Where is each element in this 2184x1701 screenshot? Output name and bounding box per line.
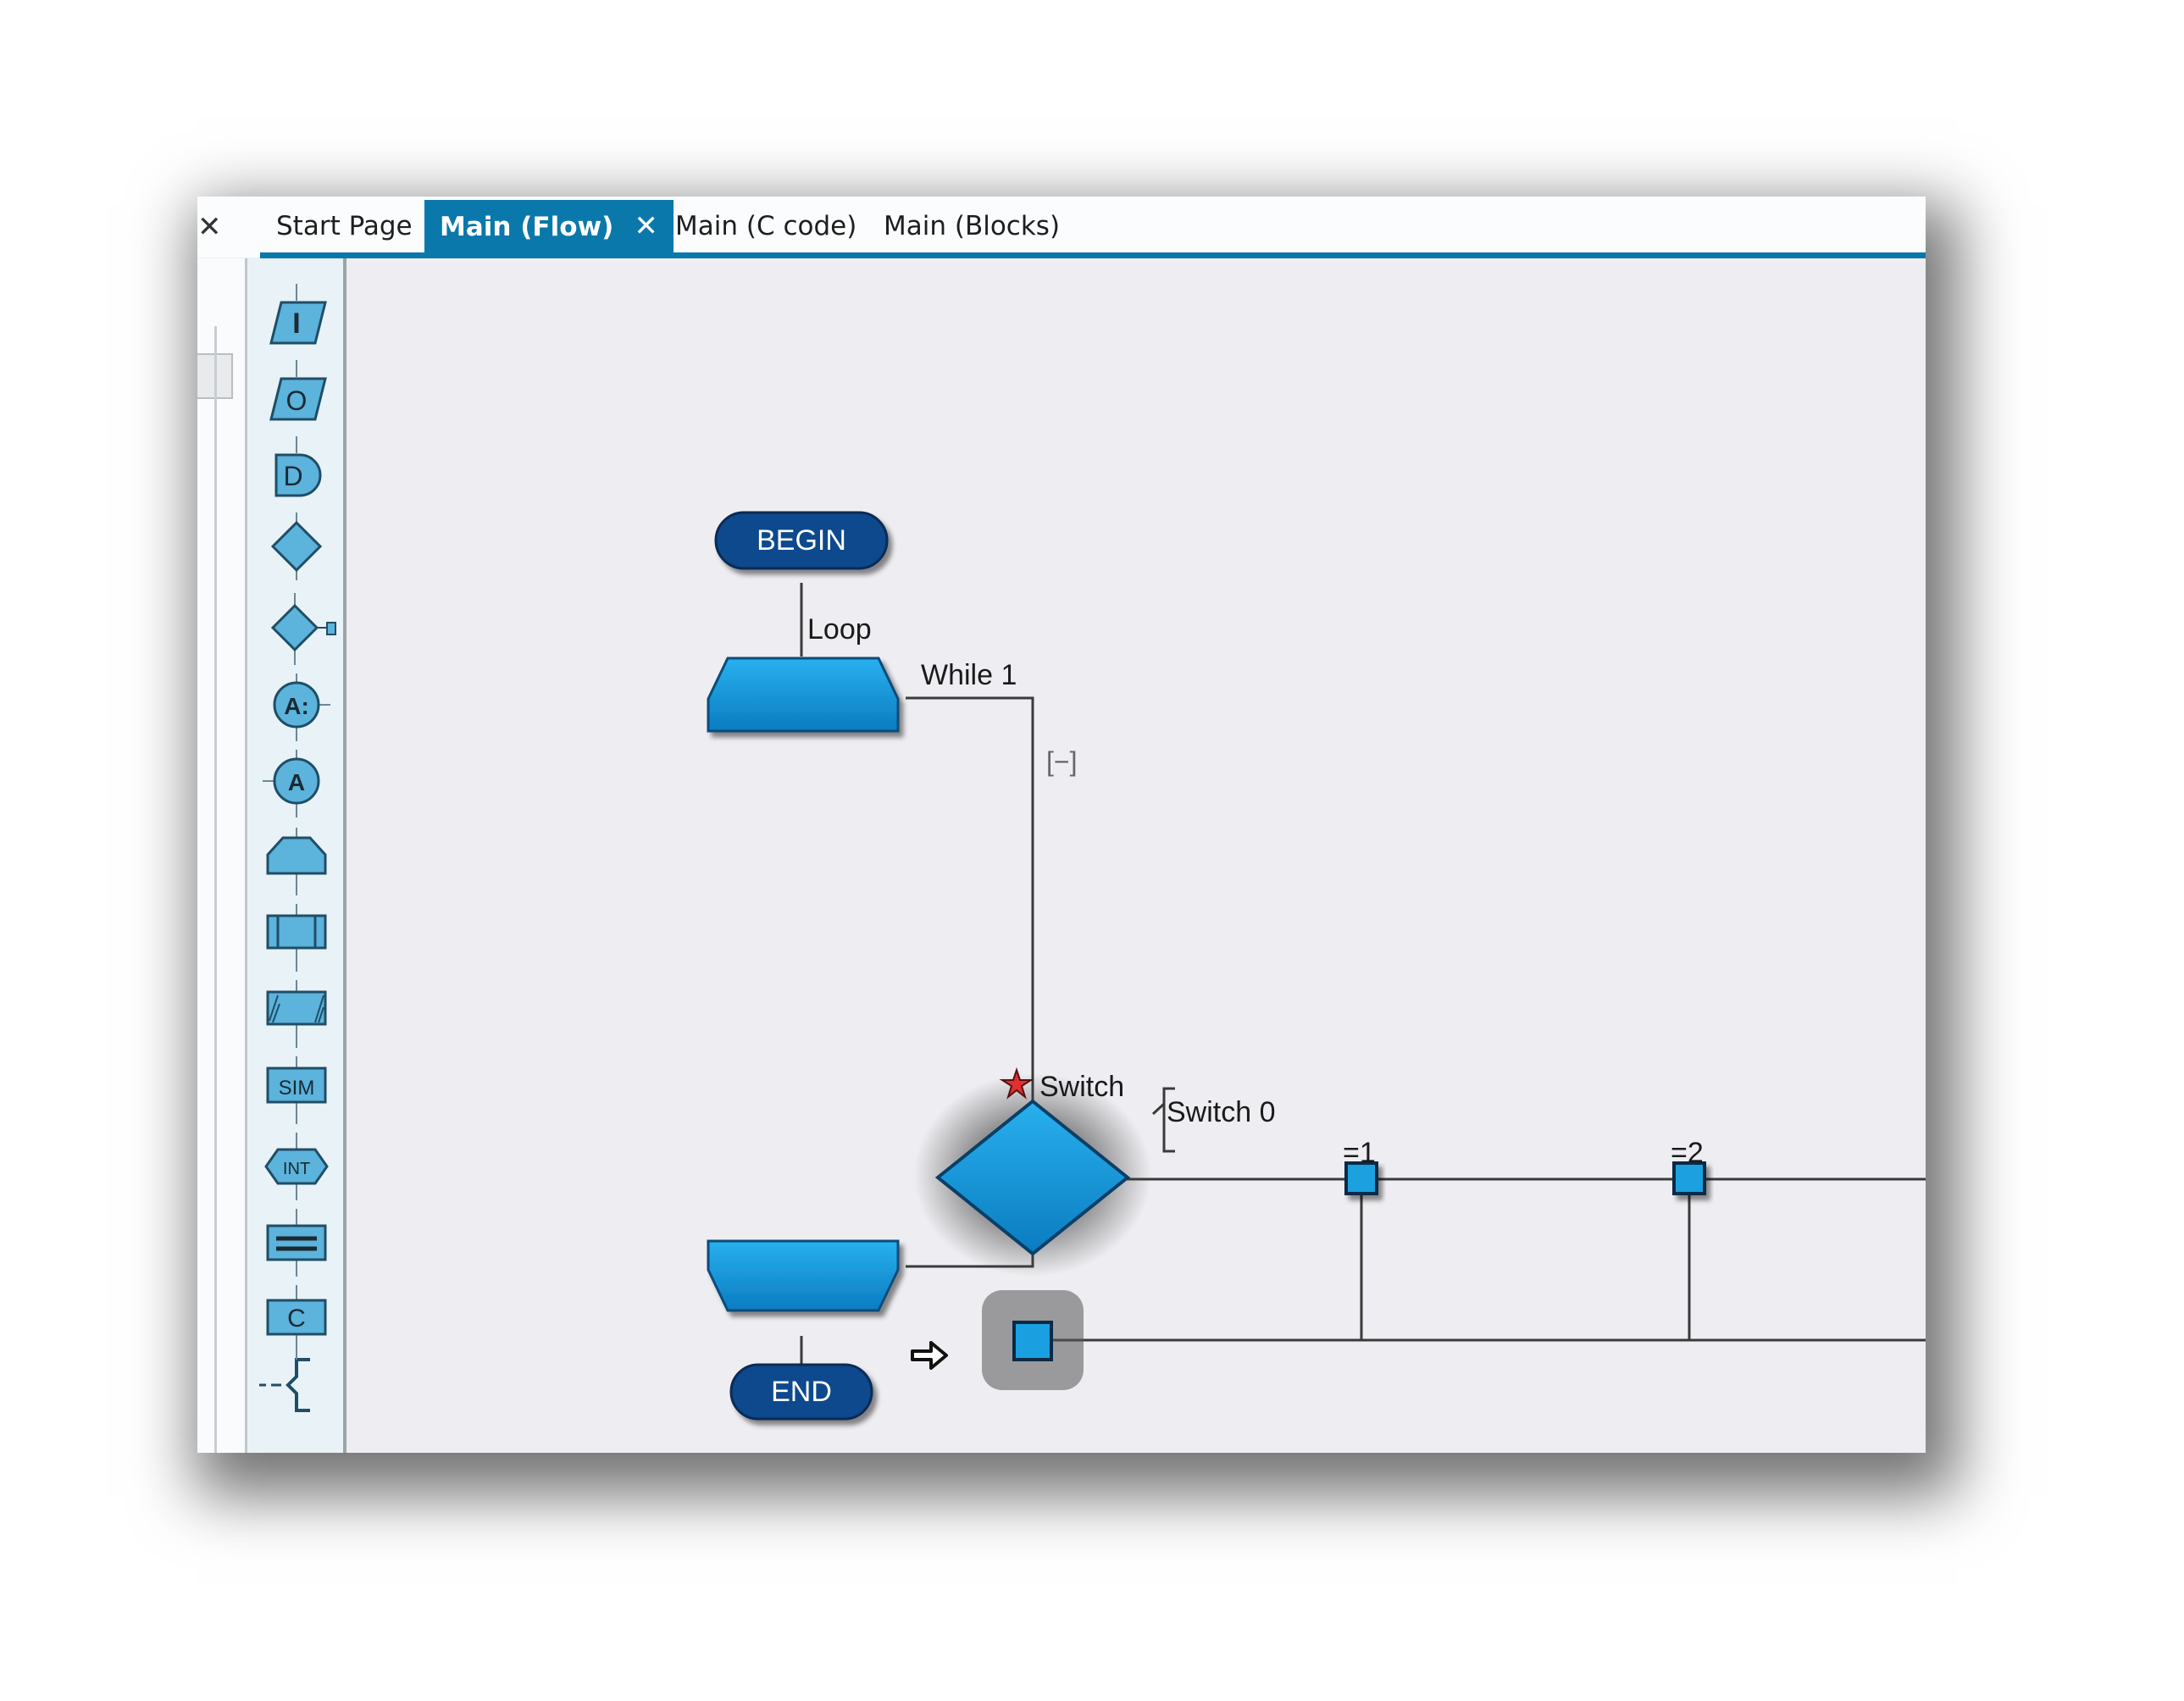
switch-value-bracket [1151, 1087, 1175, 1153]
switch-icon[interactable] [270, 593, 336, 665]
panel-divider [214, 326, 217, 1453]
simulation-icon-label: SIM [279, 1077, 315, 1100]
connection-point-text: A [288, 769, 305, 795]
flow-connectors [800, 583, 1926, 1385]
loop-block[interactable] [707, 657, 900, 733]
tab-label: Start Page [276, 211, 413, 241]
switch-value-label: Switch 0 [1167, 1096, 1276, 1128]
switch-label: Switch [1039, 1071, 1125, 1103]
connection-point-label-icon[interactable]: A: [273, 673, 330, 741]
case-label-1: =1 [1343, 1137, 1376, 1169]
tab-main-blocks[interactable]: Main (Blocks) [884, 200, 1060, 252]
breakpoint-star-icon[interactable] [999, 1067, 1034, 1100]
arrow-right-icon [911, 1341, 948, 1370]
tab-main-flow[interactable]: Main (Flow) ✕ [424, 200, 673, 252]
comment-icon[interactable] [259, 1351, 310, 1412]
c-code-icon-label: C [287, 1305, 306, 1333]
flowcode-window: ✕ Start Page Main (Flow)✕ Main (C code) … [197, 197, 1926, 1453]
macro-icon[interactable] [266, 904, 327, 972]
delay-icon[interactable]: D [274, 453, 322, 497]
tab-start-page[interactable]: Start Page [276, 200, 413, 252]
decision-icon[interactable] [270, 513, 323, 580]
default-case-node[interactable] [1012, 1321, 1053, 1361]
case-node-2[interactable] [1672, 1161, 1706, 1195]
switch-decision[interactable] [934, 1099, 1131, 1256]
collapse-toggle[interactable]: [−] [1046, 746, 1078, 777]
case-node-1[interactable] [1344, 1161, 1378, 1195]
loop-end-block[interactable] [707, 1239, 900, 1312]
while-condition-label: While 1 [921, 659, 1017, 691]
input-icon[interactable]: I [269, 301, 327, 345]
loop-icon[interactable] [266, 828, 327, 895]
tab-label: Main (C code) [675, 211, 857, 241]
interrupt-icon[interactable]: INT [264, 1133, 329, 1200]
component-macro-icon[interactable] [266, 980, 327, 1048]
toolbar-divider [343, 258, 346, 1453]
left-panel-edge [197, 258, 245, 1453]
close-panel-icon[interactable]: ✕ [197, 211, 222, 243]
tab-main-c-code[interactable]: Main (C code) [675, 200, 856, 252]
icon-toolbar: I O D [245, 258, 346, 1453]
calculation-icon[interactable] [266, 1209, 327, 1277]
flowchart-canvas[interactable]: BEGIN Loop While 1 [−] Switch Switch 0 =… [346, 258, 1926, 1453]
begin-label: BEGIN [757, 524, 846, 557]
end-label: END [771, 1376, 832, 1408]
connection-point-icon[interactable]: A [263, 750, 320, 817]
tab-label: Main (Blocks) [884, 211, 1061, 241]
tab-bar: ✕ Start Page Main (Flow)✕ Main (C code) … [197, 197, 1926, 258]
case-label-2: =2 [1671, 1137, 1704, 1169]
output-icon[interactable]: O [269, 377, 327, 421]
loop-label: Loop [807, 613, 872, 645]
c-code-icon[interactable]: C [266, 1285, 327, 1353]
simulation-icon[interactable]: SIM [266, 1056, 327, 1124]
begin-terminal[interactable] [714, 511, 889, 570]
tab-underline [260, 252, 1926, 258]
input-icon-label: I [292, 308, 300, 340]
tab-label: Main (Flow) [440, 212, 614, 242]
interrupt-icon-label: INT [283, 1160, 310, 1178]
close-tab-icon[interactable]: ✕ [634, 209, 658, 243]
connection-point-label-text: A: [284, 693, 309, 719]
end-terminal[interactable] [729, 1363, 873, 1421]
output-icon-label: O [286, 385, 308, 416]
delay-icon-label: D [283, 461, 302, 491]
